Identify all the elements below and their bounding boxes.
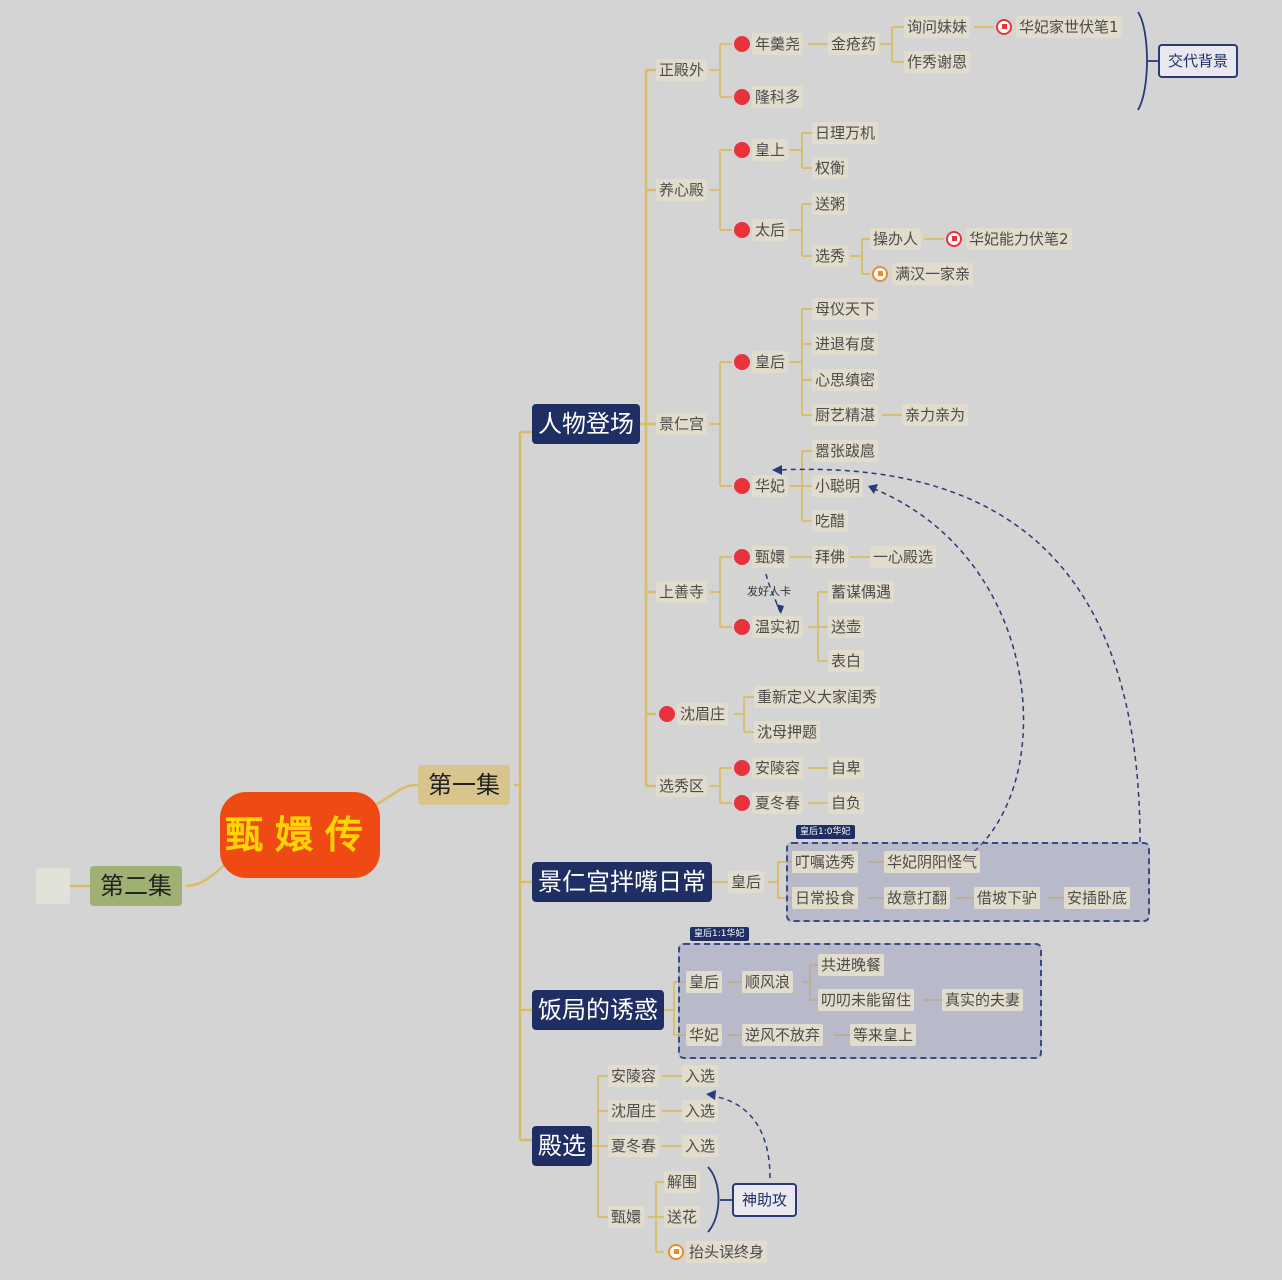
root-node[interactable]: 甄嬛传: [220, 792, 380, 878]
person-wenshichu[interactable]: 温实初: [752, 616, 804, 638]
leaf-zifu[interactable]: 自负: [828, 792, 865, 814]
marker-dot: [734, 478, 750, 494]
flag-icon: [946, 231, 962, 247]
leaf-jinchuangyao[interactable]: 金疮药: [828, 33, 880, 55]
leaf-rilizanji[interactable]: 日理万机: [812, 122, 879, 144]
selection-songhua[interactable]: 送花: [664, 1206, 701, 1228]
selection-zhenhuan[interactable]: 甄嬛: [608, 1206, 645, 1228]
marker-dot: [734, 795, 750, 811]
leaf-caobanren[interactable]: 操办人: [870, 228, 922, 250]
selection-ruxuan-2[interactable]: 入选: [682, 1100, 719, 1122]
quarrel-yinyang[interactable]: 华妃阴阳怪气: [884, 851, 981, 873]
person-nian-gengyao[interactable]: 年羹尧: [752, 33, 804, 55]
flag-icon: [872, 266, 888, 282]
leaf-songhu[interactable]: 送壶: [828, 616, 865, 638]
leaf-xiaocongming[interactable]: 小聪明: [812, 475, 864, 497]
leaf-jintuiyoudu[interactable]: 进退有度: [812, 333, 879, 355]
quarrel-richang[interactable]: 日常投食: [792, 887, 859, 909]
relation-label-fahaorenka: 发好人卡: [747, 585, 791, 598]
marker-dot: [734, 142, 750, 158]
selection-ruxuan-3[interactable]: 入选: [682, 1135, 719, 1157]
quarrel-score-tag: 皇后1:0华妃: [796, 825, 855, 839]
leaf-huafei-fubi1[interactable]: 华妃家世伏笔1: [1016, 16, 1122, 38]
leaf-xuanxiu[interactable]: 选秀: [812, 245, 849, 267]
leaf-chongxin[interactable]: 重新定义大家闺秀: [754, 686, 881, 708]
selection-taitou[interactable]: 抬头误终身: [686, 1241, 768, 1263]
leaf-shenmu[interactable]: 沈母押题: [754, 721, 821, 743]
marker-dot: [734, 89, 750, 105]
summary-jiaodai[interactable]: 交代背景: [1158, 44, 1239, 78]
dinner-score-tag: 皇后1:1华妃: [690, 927, 749, 941]
leaf-xunwenmeimei[interactable]: 询问妹妹: [904, 16, 971, 38]
dinner-diaodiao[interactable]: 叨叨未能留住: [818, 989, 915, 1011]
quarrel-dingzhu[interactable]: 叮嘱选秀: [792, 851, 859, 873]
episode-2-node[interactable]: 第二集: [90, 866, 182, 906]
collapsed-stub-node[interactable]: [36, 868, 70, 904]
leaf-chicu[interactable]: 吃醋: [812, 510, 849, 532]
leaf-zibei[interactable]: 自卑: [828, 757, 865, 779]
person-anlingrong[interactable]: 安陵容: [752, 757, 804, 779]
section-selection[interactable]: 殿选: [532, 1126, 592, 1166]
leaf-xumououyu[interactable]: 蓄谋偶遇: [828, 581, 895, 603]
leaf-qinliqinwei[interactable]: 亲力亲为: [902, 404, 969, 426]
episode-1-node[interactable]: 第一集: [418, 765, 510, 805]
dinner-gongjin[interactable]: 共进晚餐: [818, 954, 885, 976]
person-longkeduo[interactable]: 隆科多: [752, 86, 804, 108]
section-dinner[interactable]: 饭局的诱惑: [532, 990, 664, 1030]
place-zhengdianwai[interactable]: 正殿外: [656, 59, 708, 81]
dinner-shunfeng[interactable]: 顺风浪: [742, 971, 794, 993]
leaf-biaobai[interactable]: 表白: [828, 650, 865, 672]
leaf-zuoxiuxieen[interactable]: 作秀谢恩: [904, 51, 971, 73]
leaf-xinsizhenmi[interactable]: 心思缜密: [812, 369, 879, 391]
selection-anlingrong[interactable]: 安陵容: [608, 1065, 660, 1087]
leaf-songzhou[interactable]: 送粥: [812, 193, 849, 215]
quarrel-huanghou[interactable]: 皇后: [728, 871, 765, 893]
selection-ruxuan-1[interactable]: 入选: [682, 1065, 719, 1087]
quarrel-jiepo[interactable]: 借坡下驴: [974, 887, 1041, 909]
marker-dot: [659, 706, 675, 722]
flag-icon: [668, 1244, 684, 1260]
dinner-huanghou[interactable]: 皇后: [686, 971, 723, 993]
dinner-denglai[interactable]: 等来皇上: [850, 1024, 917, 1046]
leaf-chuyijingzhan[interactable]: 厨艺精湛: [812, 404, 879, 426]
person-taihou[interactable]: 太后: [752, 219, 789, 241]
section-characters[interactable]: 人物登场: [532, 404, 640, 444]
person-huafei[interactable]: 华妃: [752, 475, 789, 497]
marker-dot: [734, 760, 750, 776]
selection-xiadongchun[interactable]: 夏冬春: [608, 1135, 660, 1157]
place-xuanxiuqu[interactable]: 选秀区: [656, 775, 708, 797]
quarrel-guyi[interactable]: 故意打翻: [884, 887, 951, 909]
leaf-manhan[interactable]: 满汉一家亲: [892, 263, 974, 285]
person-xiadongchun[interactable]: 夏冬春: [752, 792, 804, 814]
selection-jiewei[interactable]: 解围: [664, 1171, 701, 1193]
person-shenmeizhuang[interactable]: 沈眉庄: [677, 703, 729, 725]
marker-dot: [734, 549, 750, 565]
leaf-baifo[interactable]: 拜佛: [812, 546, 849, 568]
flag-icon: [996, 19, 1012, 35]
selection-shenmeizhuang[interactable]: 沈眉庄: [608, 1100, 660, 1122]
marker-dot: [734, 354, 750, 370]
marker-dot: [734, 619, 750, 635]
leaf-yixindianxuan[interactable]: 一心殿选: [870, 546, 937, 568]
leaf-huafei-fubi2[interactable]: 华妃能力伏笔2: [966, 228, 1072, 250]
section-quarrel[interactable]: 景仁宫拌嘴日常: [532, 862, 712, 902]
leaf-muyitianxia[interactable]: 母仪天下: [812, 298, 879, 320]
marker-dot: [734, 36, 750, 52]
dinner-zhenshi[interactable]: 真实的夫妻: [942, 989, 1024, 1011]
dinner-huafei[interactable]: 华妃: [686, 1024, 723, 1046]
summary-shenzhugong[interactable]: 神助攻: [732, 1183, 798, 1217]
quarrel-anchawodi[interactable]: 安插卧底: [1064, 887, 1131, 909]
place-yangxindian[interactable]: 养心殿: [656, 179, 708, 201]
person-huanghou[interactable]: 皇后: [752, 351, 789, 373]
leaf-quanheng[interactable]: 权衡: [812, 157, 849, 179]
place-shangshansi[interactable]: 上善寺: [656, 581, 708, 603]
marker-dot: [734, 222, 750, 238]
dinner-nifeng[interactable]: 逆风不放弃: [742, 1024, 824, 1046]
place-jingrengong[interactable]: 景仁宫: [656, 413, 708, 435]
person-huangshang[interactable]: 皇上: [752, 139, 789, 161]
person-zhenhuan[interactable]: 甄嬛: [752, 546, 789, 568]
leaf-xiaozhangbahu[interactable]: 嚣张跋扈: [812, 440, 879, 462]
